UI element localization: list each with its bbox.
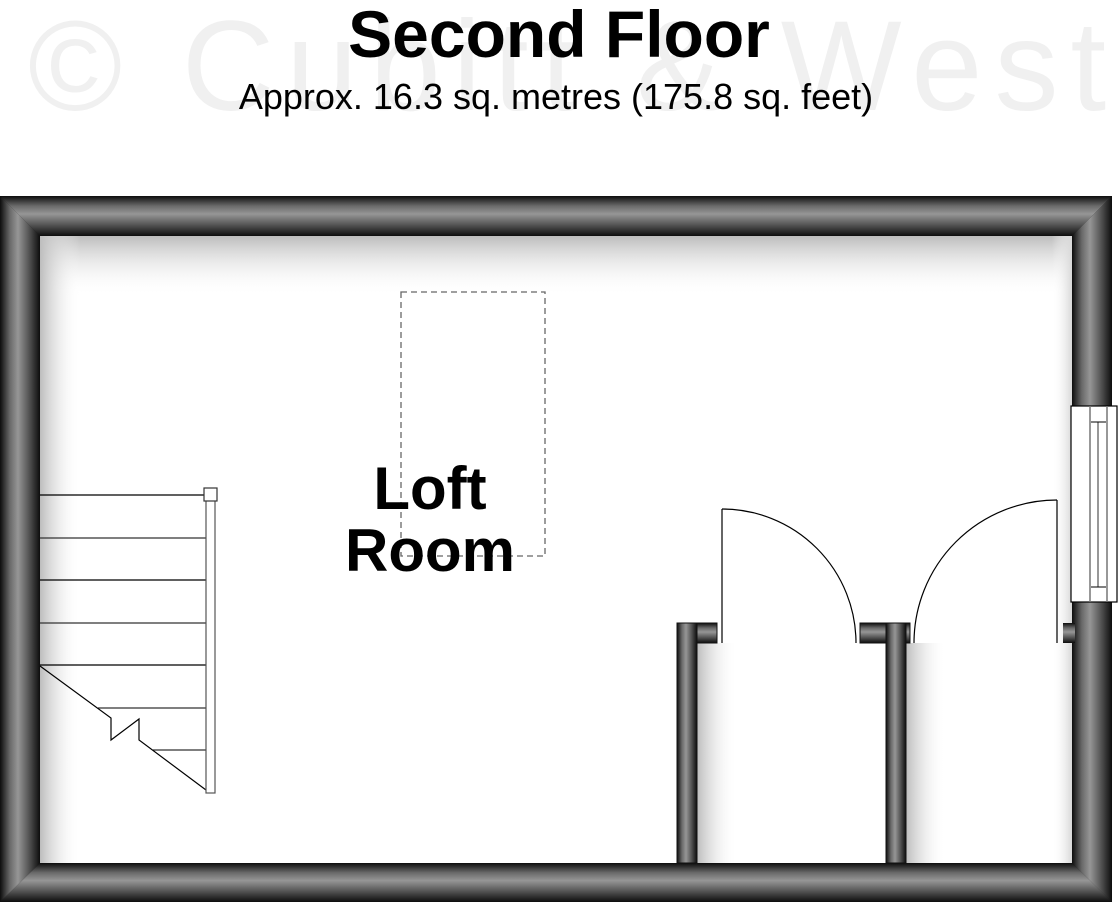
door-swing-left bbox=[721, 508, 857, 644]
window-icon bbox=[1070, 405, 1118, 603]
door-swing-right bbox=[913, 499, 1058, 644]
watermark: © Cubitt & West bbox=[28, 0, 1118, 138]
room-label-loft: Loft Room bbox=[330, 458, 530, 582]
staircase-icon bbox=[39, 487, 218, 794]
skylight-outline bbox=[400, 291, 546, 557]
room-label-line1: Loft bbox=[373, 455, 487, 522]
floor-title: Second Floor bbox=[348, 0, 770, 71]
room-label-line2: Room bbox=[345, 517, 515, 584]
floor-area: Approx. 16.3 sq. metres (175.8 sq. feet) bbox=[238, 76, 874, 117]
cupboard-partition-walls bbox=[676, 622, 1075, 864]
